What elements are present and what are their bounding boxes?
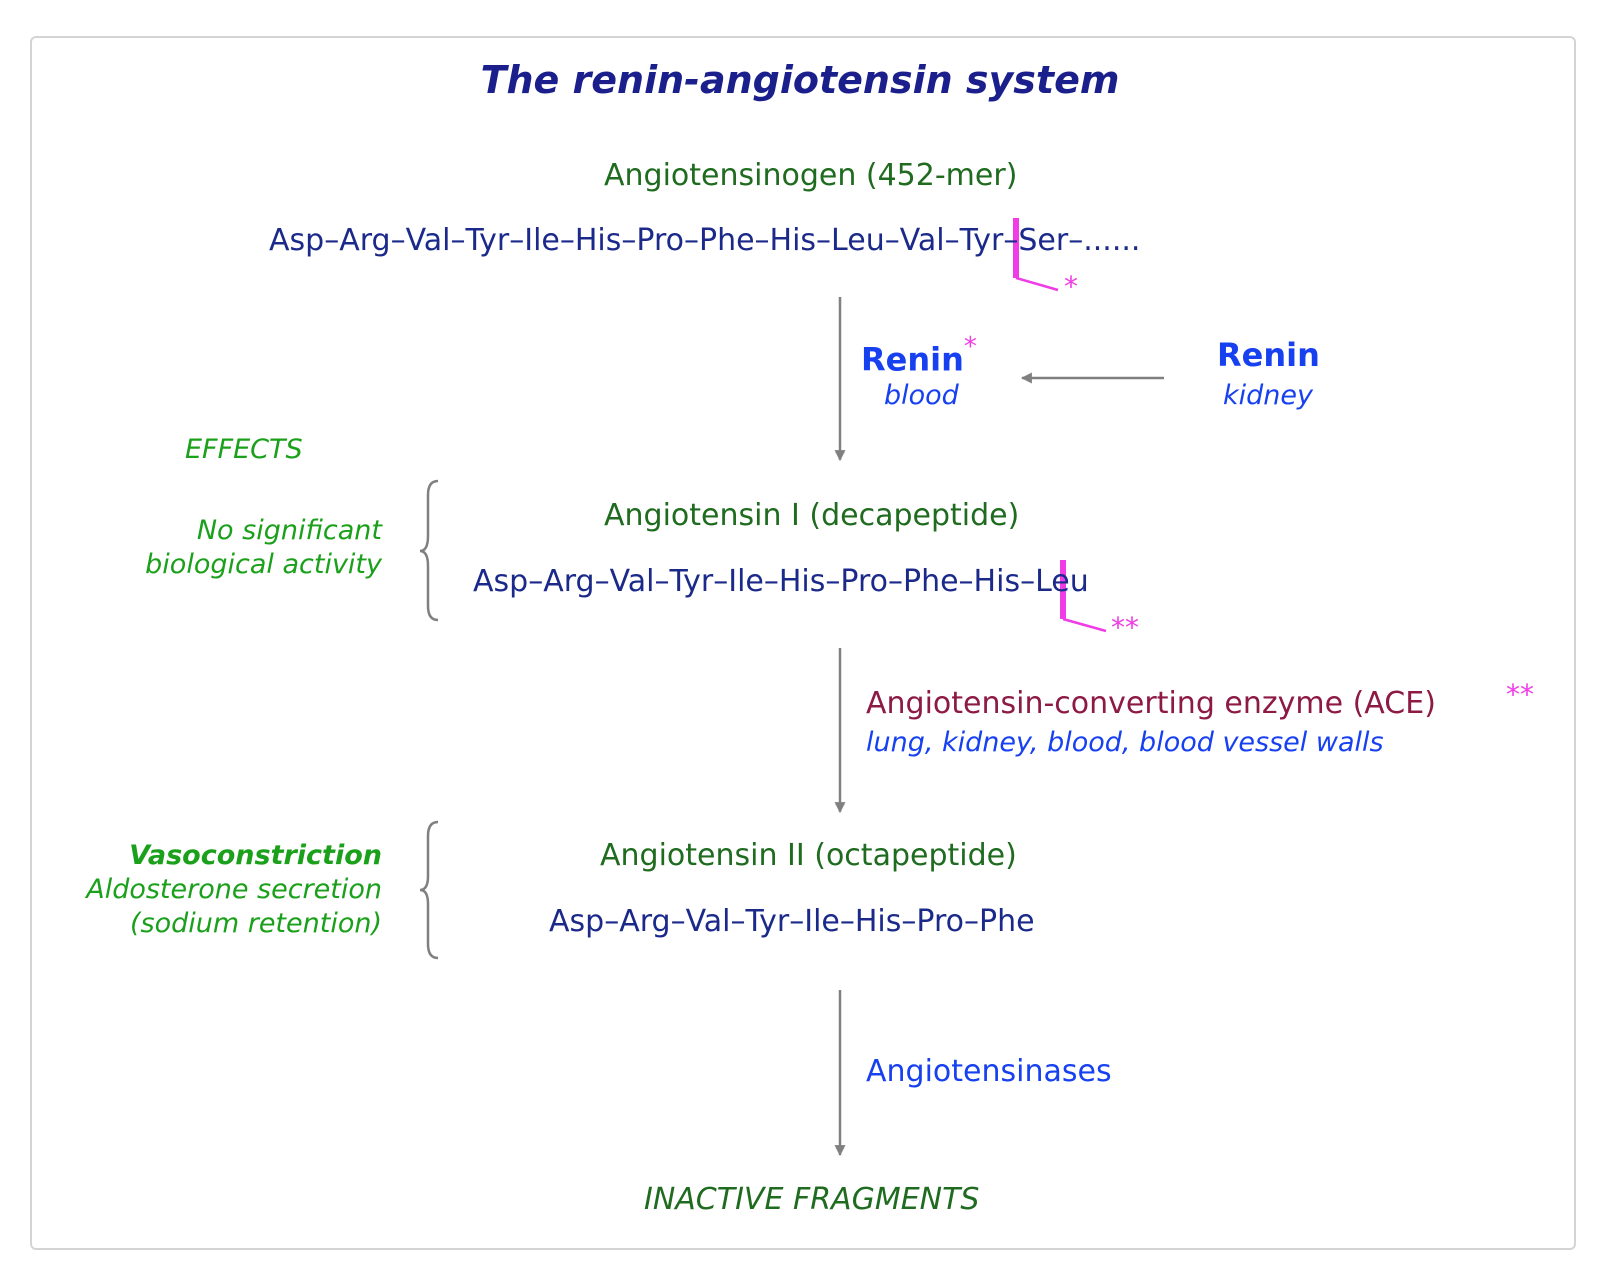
ace-cleavage-asterisks: ** <box>1111 611 1139 644</box>
angiotensin-2-label: Angiotensin II (octapeptide) <box>600 838 1017 873</box>
angiotensinogen-sequence-end: Val–Tyr–Ser–...... <box>899 223 1141 258</box>
ace-cleavage-pointer <box>1062 617 1107 633</box>
angiotensin-2-sequence: Asp–Arg–Val–Tyr–Ile–His–Pro–Phe <box>549 904 1035 939</box>
angiotensin-1-effect-line: biological activity <box>145 549 382 580</box>
angiotensin-2-effects: Vasoconstriction Aldosterone secretion (… <box>86 839 382 941</box>
angiotensin-1-effect-line: No significant <box>196 515 382 546</box>
brace-angiotensin-2 <box>419 820 439 960</box>
ace-asterisks: ** <box>1506 678 1534 711</box>
angiotensinogen-label: Angiotensinogen (452-mer) <box>604 158 1018 193</box>
inactive-fragments-label: INACTIVE FRAGMENTS <box>644 1182 980 1217</box>
angiotensin-1-sequence-end: His–Leu <box>973 564 1089 599</box>
angiotensin-2-effect-line: Aldosterone secretion <box>86 874 382 905</box>
diagram-title: The renin-angiotensin system <box>480 58 1120 102</box>
renin-cleavage-asterisk: * <box>1064 270 1078 303</box>
renin-blood-label: Renin* <box>861 332 977 379</box>
ace-locations: lung, kidney, blood, blood vessel walls <box>866 727 1384 758</box>
renin-kidney-label: Renin <box>1217 336 1320 374</box>
angiotensinogen-sequence: Asp–Arg–Val–Tyr–Ile–His–Pro–Phe–His–Leu–… <box>269 223 1141 258</box>
angiotensin-2-effect-primary: Vasoconstriction <box>129 840 382 871</box>
renin-blood-location: blood <box>884 380 959 411</box>
angiotensin-1-label: Angiotensin I (decapeptide) <box>604 498 1020 533</box>
renin-cleavage-pointer <box>1015 276 1059 292</box>
angiotensinogen-sequence-start: Asp–Arg–Val–Tyr–Ile–His–Pro–Phe–His–Leu <box>269 223 885 258</box>
renin-blood-asterisk: * <box>963 332 977 362</box>
renin-kidney-location: kidney <box>1223 380 1313 411</box>
angiotensin-1-sequence-start: Asp–Arg–Val–Tyr–Ile–His–Pro–Phe <box>473 564 959 599</box>
angiotensin-2-effect-line: (sodium retention) <box>129 908 382 939</box>
ace-label: Angiotensin-converting enzyme (ACE) <box>866 686 1436 721</box>
brace-angiotensin-1 <box>419 479 439 622</box>
angiotensin-1-effects: No significant biological activity <box>145 514 382 582</box>
effects-heading: EFFECTS <box>185 434 303 465</box>
diagram-frame <box>30 36 1576 1250</box>
angiotensin-1-sequence: Asp–Arg–Val–Tyr–Ile–His–Pro–Phe–His–Leu <box>473 564 1089 599</box>
renin-blood-name: Renin <box>861 340 964 379</box>
angiotensinases-label: Angiotensinases <box>866 1054 1112 1089</box>
